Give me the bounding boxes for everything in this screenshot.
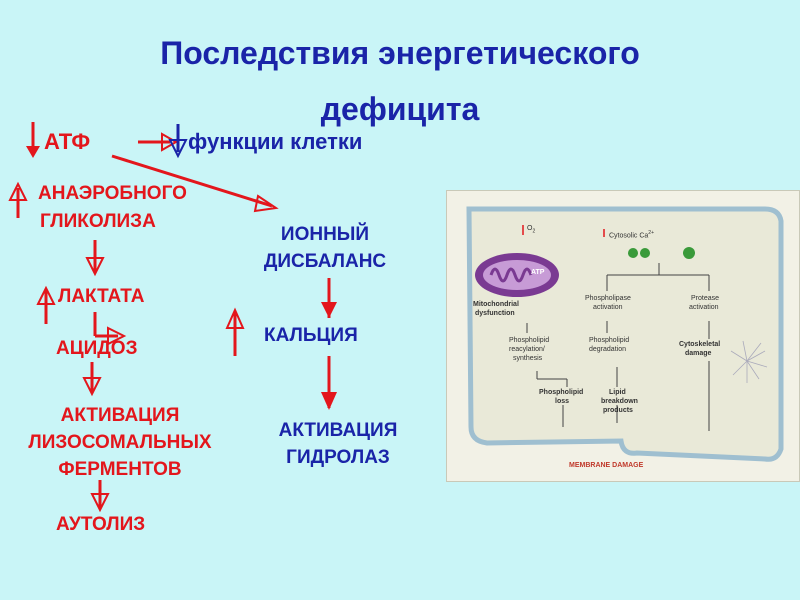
cytosolic-ca-label: Cytosolic Ca2+ [609,229,654,240]
page-title-line2: дефицита [320,91,480,127]
figure-drawing [466,206,784,462]
hydrolase-label-2: ГИДРОЛАЗ [286,447,390,468]
atf-down-arrow-icon [26,122,40,158]
degradation-label-2: degradation [589,346,626,353]
down-arrow-icon [321,356,337,410]
right-arrow-icon [138,132,179,152]
o2-text: O [527,225,533,232]
diagonal-arrow-icon [111,154,279,213]
lipid-breakdown-label-2: breakdown [601,398,638,405]
o2-subscript: 2 [532,228,536,235]
o2-label: O2 [527,225,535,235]
phospholipid-loss-label-1: Phospholipid [539,389,584,396]
calcium-up-arrow-icon [225,307,245,356]
lipid-breakdown-label-1: Lipid [609,389,626,396]
phospholipase-label-1: Phospholipase [585,295,631,302]
lipid-breakdown-label-3: products [603,407,633,414]
ca-superscript: 2+ [648,230,654,236]
activation-label-1: АКТИВАЦИЯ [60,405,180,426]
membrane-damage-label: MEMBRANE DAMAGE [569,462,644,469]
page-title-line1: Последствия энергетического [160,35,640,71]
membrane-damage-figure: O2 Cytosolic Ca2+ ATP Mitochondrial dysf… [446,190,800,482]
bent-arrow-icon [93,312,127,346]
cell-functions-label: функции клетки [188,129,363,154]
anaerobic-up-arrow-icon [8,181,28,218]
down-arrow-icon [90,480,110,513]
reacylation-label-3: synthesis [513,355,543,362]
cytoskeletal-label-2: damage [685,350,712,357]
activation-label-3: ФЕРМЕНТОВ [58,459,182,480]
mito-label-1: Mitochondrial [473,301,519,308]
protease-label-1: Protease [691,295,720,302]
ionic-label-2: ДИСБАЛАНС [263,251,387,272]
cytosolic-ca-text: Cytosolic Ca [609,232,649,240]
degradation-label-1: Phospholipid [589,337,630,344]
reacylation-label-1: Phospholipid [509,337,550,344]
activation-label-2: ЛИЗОСОМАЛЬНЫХ [28,432,212,453]
reacylation-label-2: reacylation/ [509,346,545,353]
functions-down-arrow-icon [168,124,188,159]
phospholipid-loss-label-2: loss [555,398,570,405]
atf-label: АТФ [44,129,91,154]
protease-label-2: activation [689,304,719,311]
acidosis-label: АЦИДОЗ [56,338,138,359]
ionic-label-1: ИОННЫЙ [280,224,370,245]
hydrolase-label-1: АКТИВАЦИЯ [278,420,398,441]
down-arrow-icon [321,278,337,318]
calcium-label: КАЛЬЦИЯ [264,325,358,346]
phospholipase-label-2: activation [593,304,623,311]
lactate-label: ЛАКТАТА [58,286,145,307]
anaerobic-label-2: ГЛИКОЛИЗА [40,211,156,232]
atp-label: ATP [531,269,545,276]
anaerobic-label-1: АНАЭРОБНОГО [38,183,187,204]
lactate-up-arrow-icon [36,285,56,324]
cytoskeletal-label-1: Cytoskeletal [679,341,721,348]
autolysis-label: АУТОЛИЗ [56,514,146,535]
down-arrow-icon [85,240,105,277]
mito-label-2: dysfunction [475,310,515,317]
down-arrow-icon [82,362,102,397]
